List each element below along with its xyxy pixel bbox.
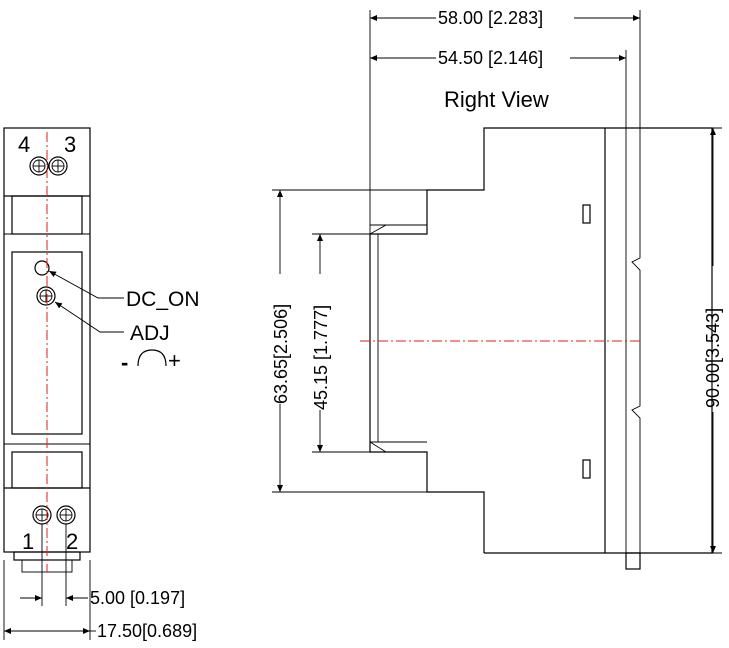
- terminal-label-1: 1: [22, 529, 34, 554]
- vent-slot-top: [582, 204, 591, 224]
- pitch-dimension: 5.00 [0.197]: [90, 588, 185, 608]
- dc-on-led: [34, 260, 50, 276]
- adj-minus-sign: -: [121, 350, 128, 375]
- terminal-label-3: 3: [64, 132, 76, 157]
- adj-potentiometer: [36, 286, 56, 306]
- inner-step-dimension: 45.15 [1.777]: [311, 305, 331, 410]
- din-clip-tab: [625, 552, 641, 570]
- depth-dimension: 54.50 [2.146]: [438, 48, 543, 68]
- right-view-title: Right View: [444, 87, 549, 112]
- right-view: Right View 58.00 [2.283] 54.50 [2.146]: [271, 8, 723, 570]
- terminal-label-2: 2: [66, 529, 78, 554]
- adj-label: ADJ: [130, 322, 170, 345]
- vent-slot-bottom: [582, 459, 591, 479]
- total-depth-dimension: 58.00 [2.283]: [438, 8, 543, 28]
- dc-on-label: DC_ON: [126, 288, 200, 311]
- terminal-screw-bottom-right: [56, 505, 76, 525]
- led-leader: [48, 270, 124, 299]
- terminal-screw-bottom-left: [32, 505, 52, 525]
- adj-rotation-arc: [137, 349, 167, 367]
- adj-plus-sign: +: [168, 348, 181, 373]
- outer-step-dimension: 63.65[2.506]: [271, 304, 291, 404]
- din-rail-clip-profile: [626, 127, 641, 553]
- terminal-screw-top-right: [48, 156, 68, 176]
- height-dimension: 90.00[3.543]: [703, 308, 723, 408]
- terminal-screw-top-left: [29, 156, 49, 176]
- front-view: 4 3 1 2 DC_ON ADJ - + 5.00 [0.197]: [3, 127, 200, 641]
- width-dimension: 17.50[0.689]: [97, 621, 197, 641]
- terminal-label-4: 4: [18, 132, 30, 157]
- adj-leader: [54, 301, 124, 333]
